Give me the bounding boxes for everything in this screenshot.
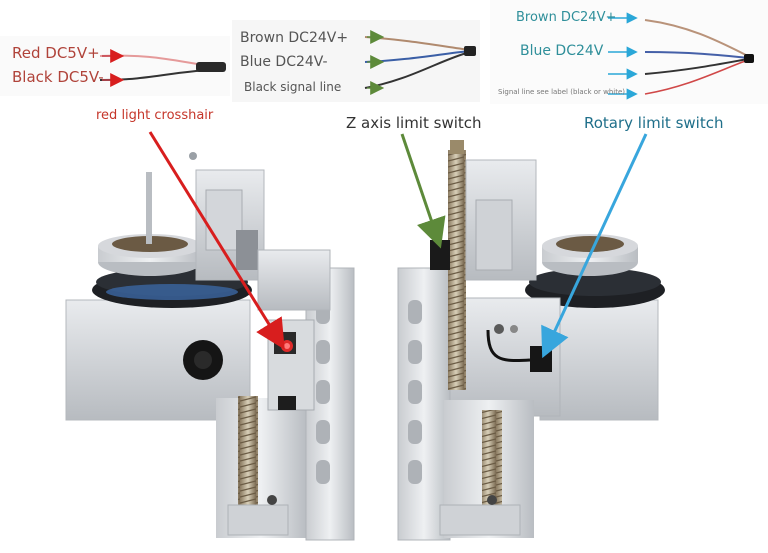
blue-wire-label-right: Blue DC24V <box>520 43 604 59</box>
black-signal-label: Black signal line <box>244 80 342 94</box>
brown-wire-label-right: Brown DC24V+ <box>516 10 617 25</box>
z-axis-callout-label: Z axis limit switch <box>346 114 482 132</box>
laser-callout-label: red light crosshair <box>96 108 214 123</box>
laser-arrow <box>148 131 285 350</box>
middle-wires-graphic <box>364 30 476 95</box>
brown-wire-label-mid: Brown DC24V+ <box>240 30 349 46</box>
blue-wire-label-mid: Blue DC24V- <box>240 54 328 70</box>
rotary-callout-label: Rotary limit switch <box>584 114 724 132</box>
left-module <box>65 152 355 541</box>
right-module <box>397 140 665 541</box>
left-wires-graphic <box>99 49 226 87</box>
z-axis-arrow <box>400 133 446 249</box>
rotary-arrow <box>541 133 648 359</box>
right-wires-graphic <box>608 12 754 100</box>
red-wire-label: Red DC5V+ <box>12 44 100 62</box>
black-wire-label: Black DC5V- <box>12 68 104 86</box>
middle-wire-panel <box>232 20 480 102</box>
signal-wire-label: Signal line see label (black or white) <box>498 88 626 96</box>
